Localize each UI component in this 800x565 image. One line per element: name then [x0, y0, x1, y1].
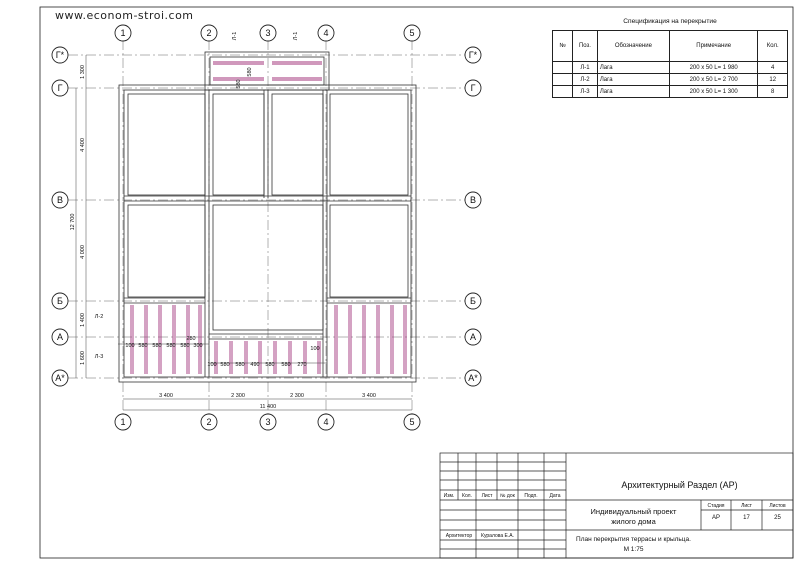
axis-label-b-right: Б — [470, 296, 476, 306]
axis-label-g-star-left: Г* — [56, 50, 65, 60]
horizontal-axis-lines — [68, 54, 465, 379]
axis-bubbles-top — [51, 24, 482, 431]
tb-col-podp: Подп. — [524, 493, 538, 499]
dim-bay-mid-7: 270 — [297, 362, 306, 368]
tb-drawing-1: План перекрытия террасы и крыльца. — [576, 536, 691, 543]
spec-cell: 200 x 50 L= 1 300 — [668, 85, 759, 98]
dim-bay-left-6: 300 — [193, 343, 202, 349]
spec-cell: Лага — [596, 85, 670, 98]
dim-top-580a: 580 — [236, 79, 242, 88]
wall-outlines — [118, 51, 417, 383]
axis-label-g-left: Г — [58, 83, 63, 93]
spec-table: № Поз. Обозначение Примечание Кол. Л-1 Л… — [551, 30, 788, 98]
tag-l1-b: Л-1 — [293, 32, 299, 41]
joists-top — [213, 61, 322, 81]
joists-right-terrace — [334, 305, 407, 374]
dim-bottom-1: 3 400 — [159, 393, 173, 399]
tb-project-2: жилого дома — [611, 517, 656, 526]
tb-stage: АР — [711, 515, 720, 521]
axis-label-2-bottom: 2 — [206, 417, 211, 427]
tb-stage-label: Стадия — [707, 503, 725, 509]
dim-bay-mid-1: 100 — [207, 362, 216, 368]
dim-bottom-2: 2 300 — [231, 393, 245, 399]
joists-left-terrace — [130, 305, 202, 374]
axis-label-a-star-left: А* — [55, 373, 65, 383]
tb-drawing-2: М 1:75 — [623, 546, 644, 553]
spec-title: Спецификация на перекрытие — [623, 18, 717, 25]
axis-label-g-star-right: Г* — [469, 50, 478, 60]
tb-col-kol: Кол. — [462, 493, 472, 499]
tag-l1-a: Л-1 — [232, 32, 238, 41]
tb-sheets: 25 — [774, 515, 781, 521]
tb-sheets-label: Листов — [769, 503, 786, 509]
dim-bay-left-3: 580 — [152, 343, 161, 349]
axis-label-v-left: В — [57, 195, 63, 205]
dim-extra-1: 280 — [186, 336, 195, 342]
joists-porch — [214, 341, 321, 374]
axis-label-4-top: 4 — [323, 28, 328, 38]
dim-left-3: 4 000 — [80, 245, 86, 259]
axis-label-v-right: В — [470, 195, 476, 205]
axis-label-5-top: 5 — [409, 28, 414, 38]
table-row: Л-3 Лага 200 x 50 L= 1 300 8 — [551, 85, 788, 98]
dim-left-1: 1 300 — [80, 65, 86, 79]
dim-bottom-3: 2 300 — [290, 393, 304, 399]
dim-bay-left-1: 100 — [125, 343, 134, 349]
watermark-text: www.econom-stroi.com — [55, 9, 194, 22]
dim-bay-mid-4: 490 — [250, 362, 259, 368]
tb-sheet: 17 — [743, 515, 750, 521]
dimension-lines — [75, 55, 412, 411]
spec-cell: 8 — [757, 85, 788, 98]
dim-bay-mid-3: 580 — [235, 362, 244, 368]
dim-bottom-4: 3 400 — [362, 393, 376, 399]
tag-l3: Л-3 — [95, 354, 104, 360]
tb-section: Архитектурный Раздел (АР) — [621, 480, 738, 490]
axis-label-a-left: А — [57, 332, 63, 342]
tb-architect-name: Куралова Е.А. — [481, 533, 514, 539]
tb-sheet-label: Лист — [741, 503, 752, 509]
axis-label-1-top: 1 — [120, 28, 125, 38]
dim-bay-mid-6: 580 — [281, 362, 290, 368]
tb-architect-label: Архитектор — [445, 533, 473, 539]
axis-label-3-bottom: 3 — [265, 417, 270, 427]
spec-col-name: Обозначение — [596, 30, 670, 62]
axis-label-a-right: А — [470, 332, 476, 342]
axis-label-a-star-right: А* — [468, 373, 478, 383]
axis-label-b-left: Б — [57, 296, 63, 306]
spec-cell — [551, 85, 574, 98]
tb-col-izm: Изм. — [443, 493, 455, 499]
dim-bottom-total: 11 400 — [260, 404, 276, 410]
dim-left-4: 1 400 — [80, 313, 86, 327]
spec-cell: Л-3 — [572, 85, 598, 98]
spec-header-row: № Поз. Обозначение Примечание Кол. — [551, 30, 788, 62]
dim-bay-left-5: 580 — [180, 343, 189, 349]
axis-label-4-bottom: 4 — [323, 417, 328, 427]
tb-col-doc: № док — [500, 493, 515, 499]
dim-left-5: 1 600 — [80, 351, 86, 365]
tb-col-list: Лист — [481, 493, 493, 499]
dim-left-2: 4 400 — [80, 138, 86, 152]
axis-label-5-bottom: 5 — [409, 417, 414, 427]
dim-left-total: 12 700 — [70, 214, 76, 231]
dim-bay-mid-2: 580 — [220, 362, 229, 368]
dim-extra-2: 100 — [310, 346, 319, 352]
tag-l2: Л-2 — [95, 314, 104, 320]
axis-label-2-top: 2 — [206, 28, 211, 38]
tb-col-date: Дата — [549, 493, 561, 499]
axis-label-3-top: 3 — [265, 28, 270, 38]
dim-bay-mid-5: 580 — [265, 362, 274, 368]
tb-project-1: Индивидуальный проект — [590, 507, 677, 516]
dim-top-580b: 580 — [247, 67, 253, 76]
dim-bay-left-4: 580 — [166, 343, 175, 349]
axis-label-1-bottom: 1 — [120, 417, 125, 427]
dim-bay-left-2: 580 — [138, 343, 147, 349]
sheet-frame — [39, 6, 794, 559]
axis-label-g-right: Г — [471, 83, 476, 93]
